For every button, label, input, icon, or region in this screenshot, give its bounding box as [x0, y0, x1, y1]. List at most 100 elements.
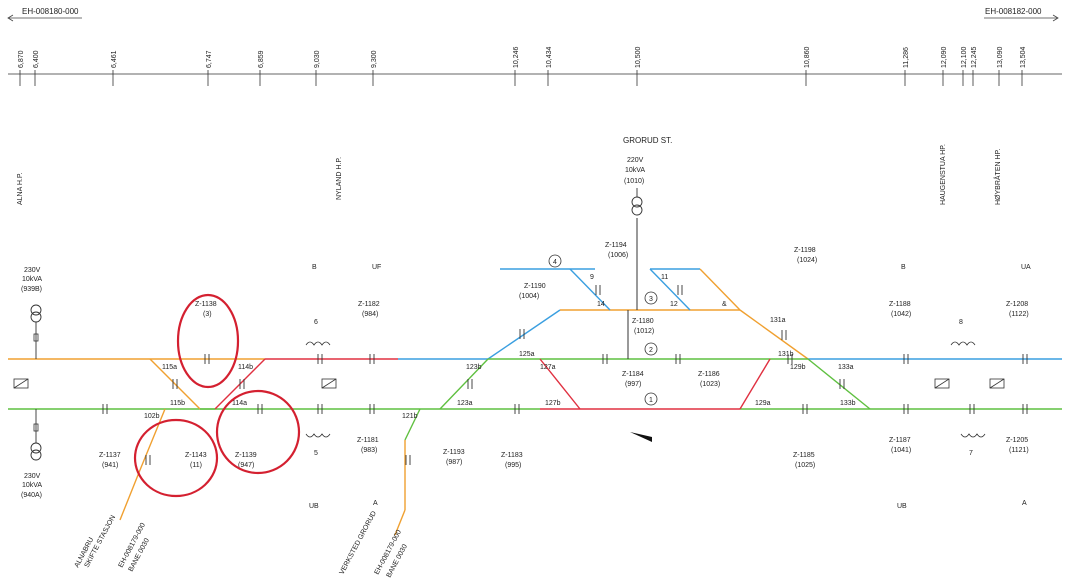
z1137-num: (941): [102, 462, 118, 469]
z1139-num: (947): [238, 462, 254, 469]
km-label: 6,400: [33, 50, 40, 68]
sec-131a: 131a: [770, 317, 786, 324]
spur-numbers: 9 14 11 12 &: [590, 274, 727, 308]
switch-labels: Z-1138 (3) Z-1143 (11) Z-1137 (941) Z-11…: [99, 242, 1029, 469]
station-nyland: NYLAND H.P.: [336, 157, 343, 200]
km-scale: 6,870 6,400 6,461 6,747 6,859 9,030 9,300 10,24…: [18, 46, 1027, 86]
z1188-num: (1042): [891, 311, 911, 318]
z1183-num: (995): [505, 462, 521, 469]
station-hoybraten: HØYBRÅTEN HP.: [993, 149, 1002, 205]
km-label: 12,245: [971, 46, 978, 68]
signal-ub-right: UB: [897, 503, 907, 510]
section-marks: [13, 378, 1005, 442]
spur-12: 12: [670, 301, 678, 308]
z1143-name: Z-1143: [185, 452, 207, 459]
z1186-name: Z-1186: [698, 371, 720, 378]
header-left-ref: EH-008180-000: [7, 7, 82, 22]
z1181-num: (983): [361, 447, 377, 454]
z1180-name: Z-1180: [632, 318, 654, 325]
z1137-name: Z-1137: [99, 452, 121, 459]
station-alna: ALNA H.P.: [17, 172, 24, 205]
z1180-num: (1012): [634, 328, 654, 335]
tr-alna-top-3: (939B): [21, 286, 42, 293]
km-label: 6,747: [206, 50, 213, 68]
signal-ua: UA: [1021, 264, 1031, 271]
km-label: 13,090: [997, 46, 1004, 68]
sec-133a: 133a: [838, 364, 854, 371]
km-label: 6,870: [18, 50, 25, 68]
sec-123a: 123a: [457, 400, 473, 407]
km-label: 9,300: [371, 50, 378, 68]
track-1: 1: [649, 397, 653, 404]
sec-129b: 129b: [790, 364, 806, 371]
z1138-name: Z-1138: [195, 301, 217, 308]
sec-121b: 121b: [402, 413, 418, 420]
z1143-num: (11): [190, 462, 202, 469]
z1184-num: (997): [625, 381, 641, 388]
highlight-z1143: [133, 418, 219, 498]
sec-115b: 115b: [170, 400, 185, 407]
z1138-num: (3): [203, 311, 212, 318]
header-right-ref: EH-008182-000: [984, 7, 1059, 22]
branch-left: ALNABRU SKIFTE STASJON EH-008179-000 BAN…: [74, 514, 151, 573]
sec-102b: 102b: [144, 413, 160, 420]
tr-grorud-3: (1010): [624, 178, 644, 185]
z1186-num: (1023): [700, 381, 720, 388]
sec-127b: 127b: [545, 400, 561, 407]
km-label: 10,860: [804, 46, 811, 68]
km-label: 6,461: [111, 50, 118, 68]
track-2: 2: [649, 347, 653, 354]
signal-uf: UF: [372, 264, 381, 271]
z1185-num: (1025): [795, 462, 815, 469]
z1205-name: Z-1205: [1006, 437, 1028, 444]
z1184-name: Z-1184: [622, 371, 644, 378]
z1188-name: Z-1188: [889, 301, 911, 308]
z1187-name: Z-1187: [889, 437, 911, 444]
km-label: 9,030: [314, 50, 321, 68]
spur-14: 14: [597, 301, 605, 308]
km-label: 12,100: [961, 46, 968, 68]
z1182-name: Z-1182: [358, 301, 380, 308]
signal-a-left: A: [373, 500, 378, 507]
transformer-grorud: 220V 10kVA (1010): [624, 157, 645, 216]
branch-right: VERKSTED GRORUD EH-008179-000 BANE 0030: [339, 510, 409, 579]
z1194-num: (1006): [608, 252, 628, 259]
z1139-name: Z-1139: [235, 452, 257, 459]
signal-a-right: A: [1022, 500, 1027, 507]
z1181-name: Z-1181: [357, 437, 379, 444]
km-label: 10,500: [635, 46, 642, 68]
reactor-6: 6: [314, 319, 318, 326]
reactor-8: 8: [959, 319, 963, 326]
sec-131b: 131b: [778, 351, 794, 358]
sec-129a: 129a: [755, 400, 771, 407]
z1208-name: Z-1208: [1006, 301, 1028, 308]
km-label: 12,090: [941, 46, 948, 68]
highlight-z1138: [176, 293, 240, 389]
reactor-5: 5: [314, 450, 318, 457]
z1190-num: (1004): [519, 293, 539, 300]
reactor-7: 7: [969, 450, 973, 457]
sec-123b: 123b: [466, 364, 482, 371]
km-label: 10,434: [546, 46, 553, 68]
z1194-name: Z-1194: [605, 242, 627, 249]
tr-alna-top-2: 10kVA: [22, 276, 42, 283]
z1198-num: (1024): [797, 257, 817, 264]
track-3: 3: [649, 296, 653, 303]
sec-133b: 133b: [840, 400, 856, 407]
reactors: 6 5 8 7: [305, 319, 986, 457]
station-haugenstua: HAUGENSTUA HP.: [940, 144, 947, 205]
transformer-alna-bottom: 230V 10kVA (940A): [21, 409, 42, 499]
z1183-name: Z-1183: [501, 452, 523, 459]
spur-11: 11: [661, 274, 668, 281]
highlight-z1139: [215, 389, 301, 475]
branch-right-1: VERKSTED GRORUD: [339, 510, 378, 576]
right-ref-text: EH-008182-000: [985, 7, 1042, 16]
z1208-num: (1122): [1009, 311, 1029, 318]
spur-9: 9: [590, 274, 594, 281]
km-label: 6,859: [258, 50, 265, 68]
km-label: 10,246: [513, 46, 520, 68]
sec-114b: 114b: [238, 364, 253, 371]
tracks: [8, 218, 1062, 536]
tr-alna-bot-2: 10kVA: [22, 482, 42, 489]
